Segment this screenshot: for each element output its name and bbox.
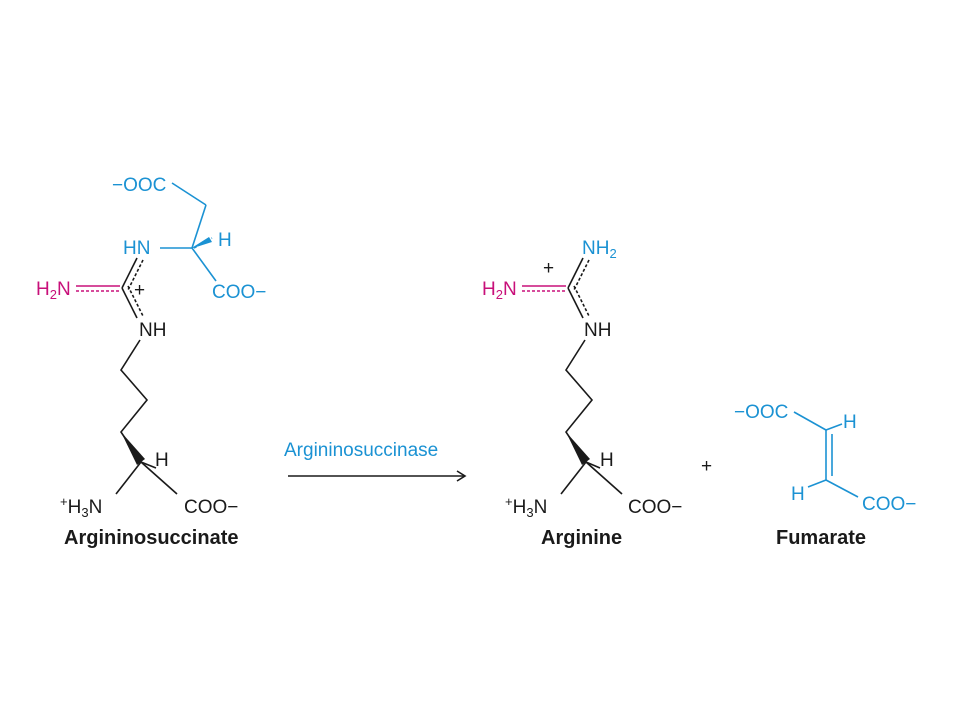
carboxylate: COO− xyxy=(184,497,238,518)
plus-sign: + xyxy=(701,456,712,477)
bond xyxy=(585,461,601,469)
fumarate-h-bottom: H xyxy=(791,484,805,505)
bond xyxy=(825,423,843,431)
enzyme-label: Argininosuccinase xyxy=(284,440,438,461)
nh-label: NH xyxy=(584,320,611,341)
bond xyxy=(191,247,217,282)
h2n-label: H2N xyxy=(482,279,517,302)
amino-group: +H3N xyxy=(505,494,547,520)
reaction-arrow-group: Argininosuccinase xyxy=(284,440,467,482)
wedge-bond xyxy=(190,237,212,249)
h-alpha: H xyxy=(600,450,614,471)
arginine-name: Arginine xyxy=(541,527,622,549)
bond xyxy=(825,479,859,498)
side-chain xyxy=(120,339,149,463)
bond xyxy=(140,461,157,469)
charge-plus: + xyxy=(134,280,145,301)
partial-double-bond xyxy=(127,285,144,317)
amino-group: +H3N xyxy=(60,494,102,520)
bond xyxy=(115,461,142,495)
fumarate-structure: −OOC H H COO− Fumarate xyxy=(734,402,916,549)
bond xyxy=(567,257,584,289)
wedge-bond xyxy=(566,432,590,465)
hn-label: HN xyxy=(123,238,150,259)
hash-bond xyxy=(193,237,213,249)
fumarate-name: Fumarate xyxy=(776,527,866,549)
bond xyxy=(560,461,587,495)
bond xyxy=(807,479,827,488)
carboxylate: COO− xyxy=(628,497,682,518)
bond xyxy=(793,411,827,431)
arginine-structure: NH2 + H2N NH H +H3N COO− Arginine xyxy=(482,238,682,549)
argininosuccinate-name: Argininosuccinate xyxy=(64,527,238,549)
partial-double-bond xyxy=(127,259,144,291)
bond xyxy=(121,257,138,289)
arrowhead xyxy=(456,470,467,482)
partial-double-bond xyxy=(573,285,590,317)
charge-plus: + xyxy=(543,258,554,279)
argininosuccinate-structure: −OOC H COO− HN H2N + NH H +H3N COO− Argi… xyxy=(36,175,266,549)
succ-carboxylate-top: −OOC xyxy=(112,175,166,196)
bond xyxy=(171,182,207,206)
succ-h-alpha: H xyxy=(218,230,232,251)
bond xyxy=(585,461,623,495)
h-alpha: H xyxy=(155,450,169,471)
partial-double-bond xyxy=(573,259,590,291)
succ-carboxylate: COO− xyxy=(212,282,266,303)
nh-label: NH xyxy=(139,320,166,341)
wedge-bond xyxy=(121,432,145,465)
bond xyxy=(191,204,207,249)
fumarate-h-top: H xyxy=(843,412,857,433)
bond xyxy=(567,287,584,319)
fumarate-carboxylate-right: COO− xyxy=(862,494,916,515)
bond xyxy=(121,287,138,319)
fumarate-carboxylate-left: −OOC xyxy=(734,402,788,423)
h2n-label: H2N xyxy=(36,279,71,302)
side-chain xyxy=(565,339,594,463)
bond xyxy=(140,461,178,495)
nh2-label: NH2 xyxy=(582,238,617,261)
